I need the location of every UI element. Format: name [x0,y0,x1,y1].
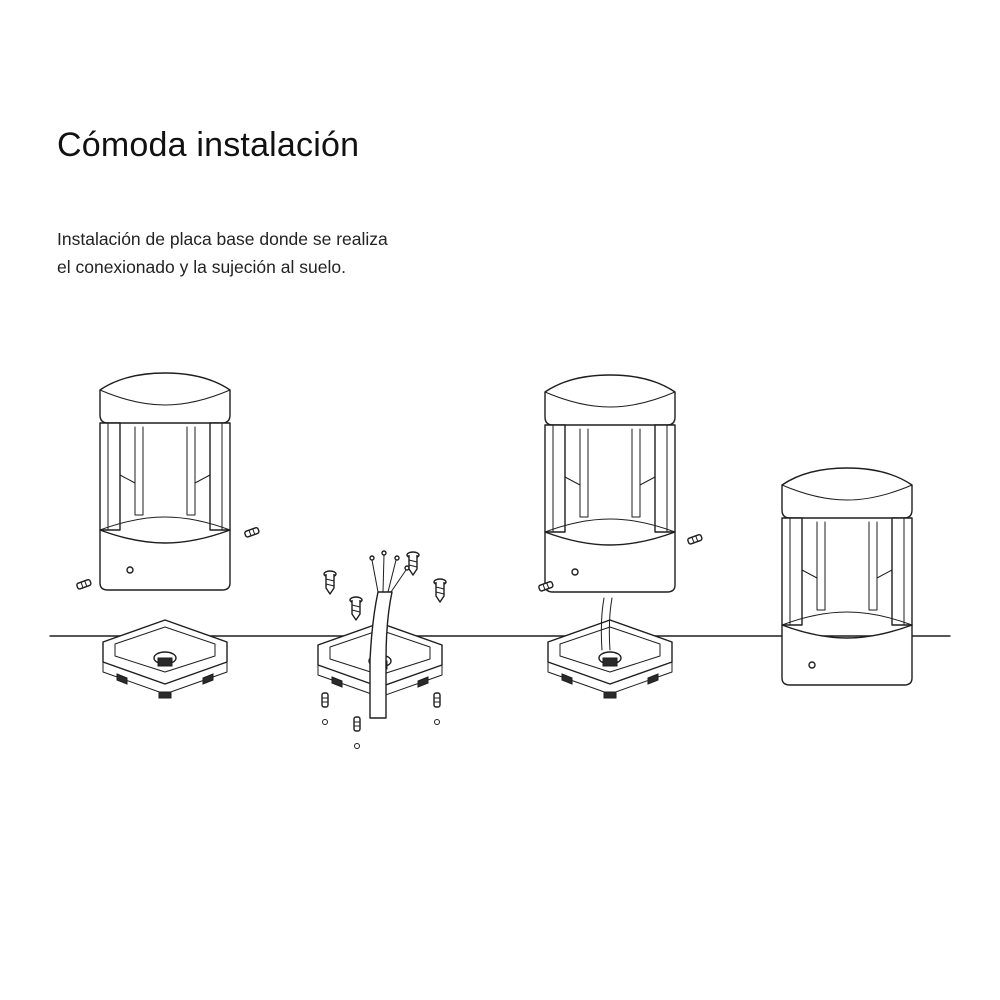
step-lamp-connected-to-base [537,374,704,699]
description-line-2: el conexionado y la sujeción al suelo. [57,257,346,277]
description-line-1: Instalación de placa base donde se reali… [57,229,388,249]
description: Instalación de placa base donde se reali… [57,225,477,281]
page-title: Cómoda instalación [57,126,360,164]
step-base-wiring-and-anchors [317,550,447,749]
step-lamp-installed [781,467,913,686]
step-lamp-above-base [75,372,261,699]
